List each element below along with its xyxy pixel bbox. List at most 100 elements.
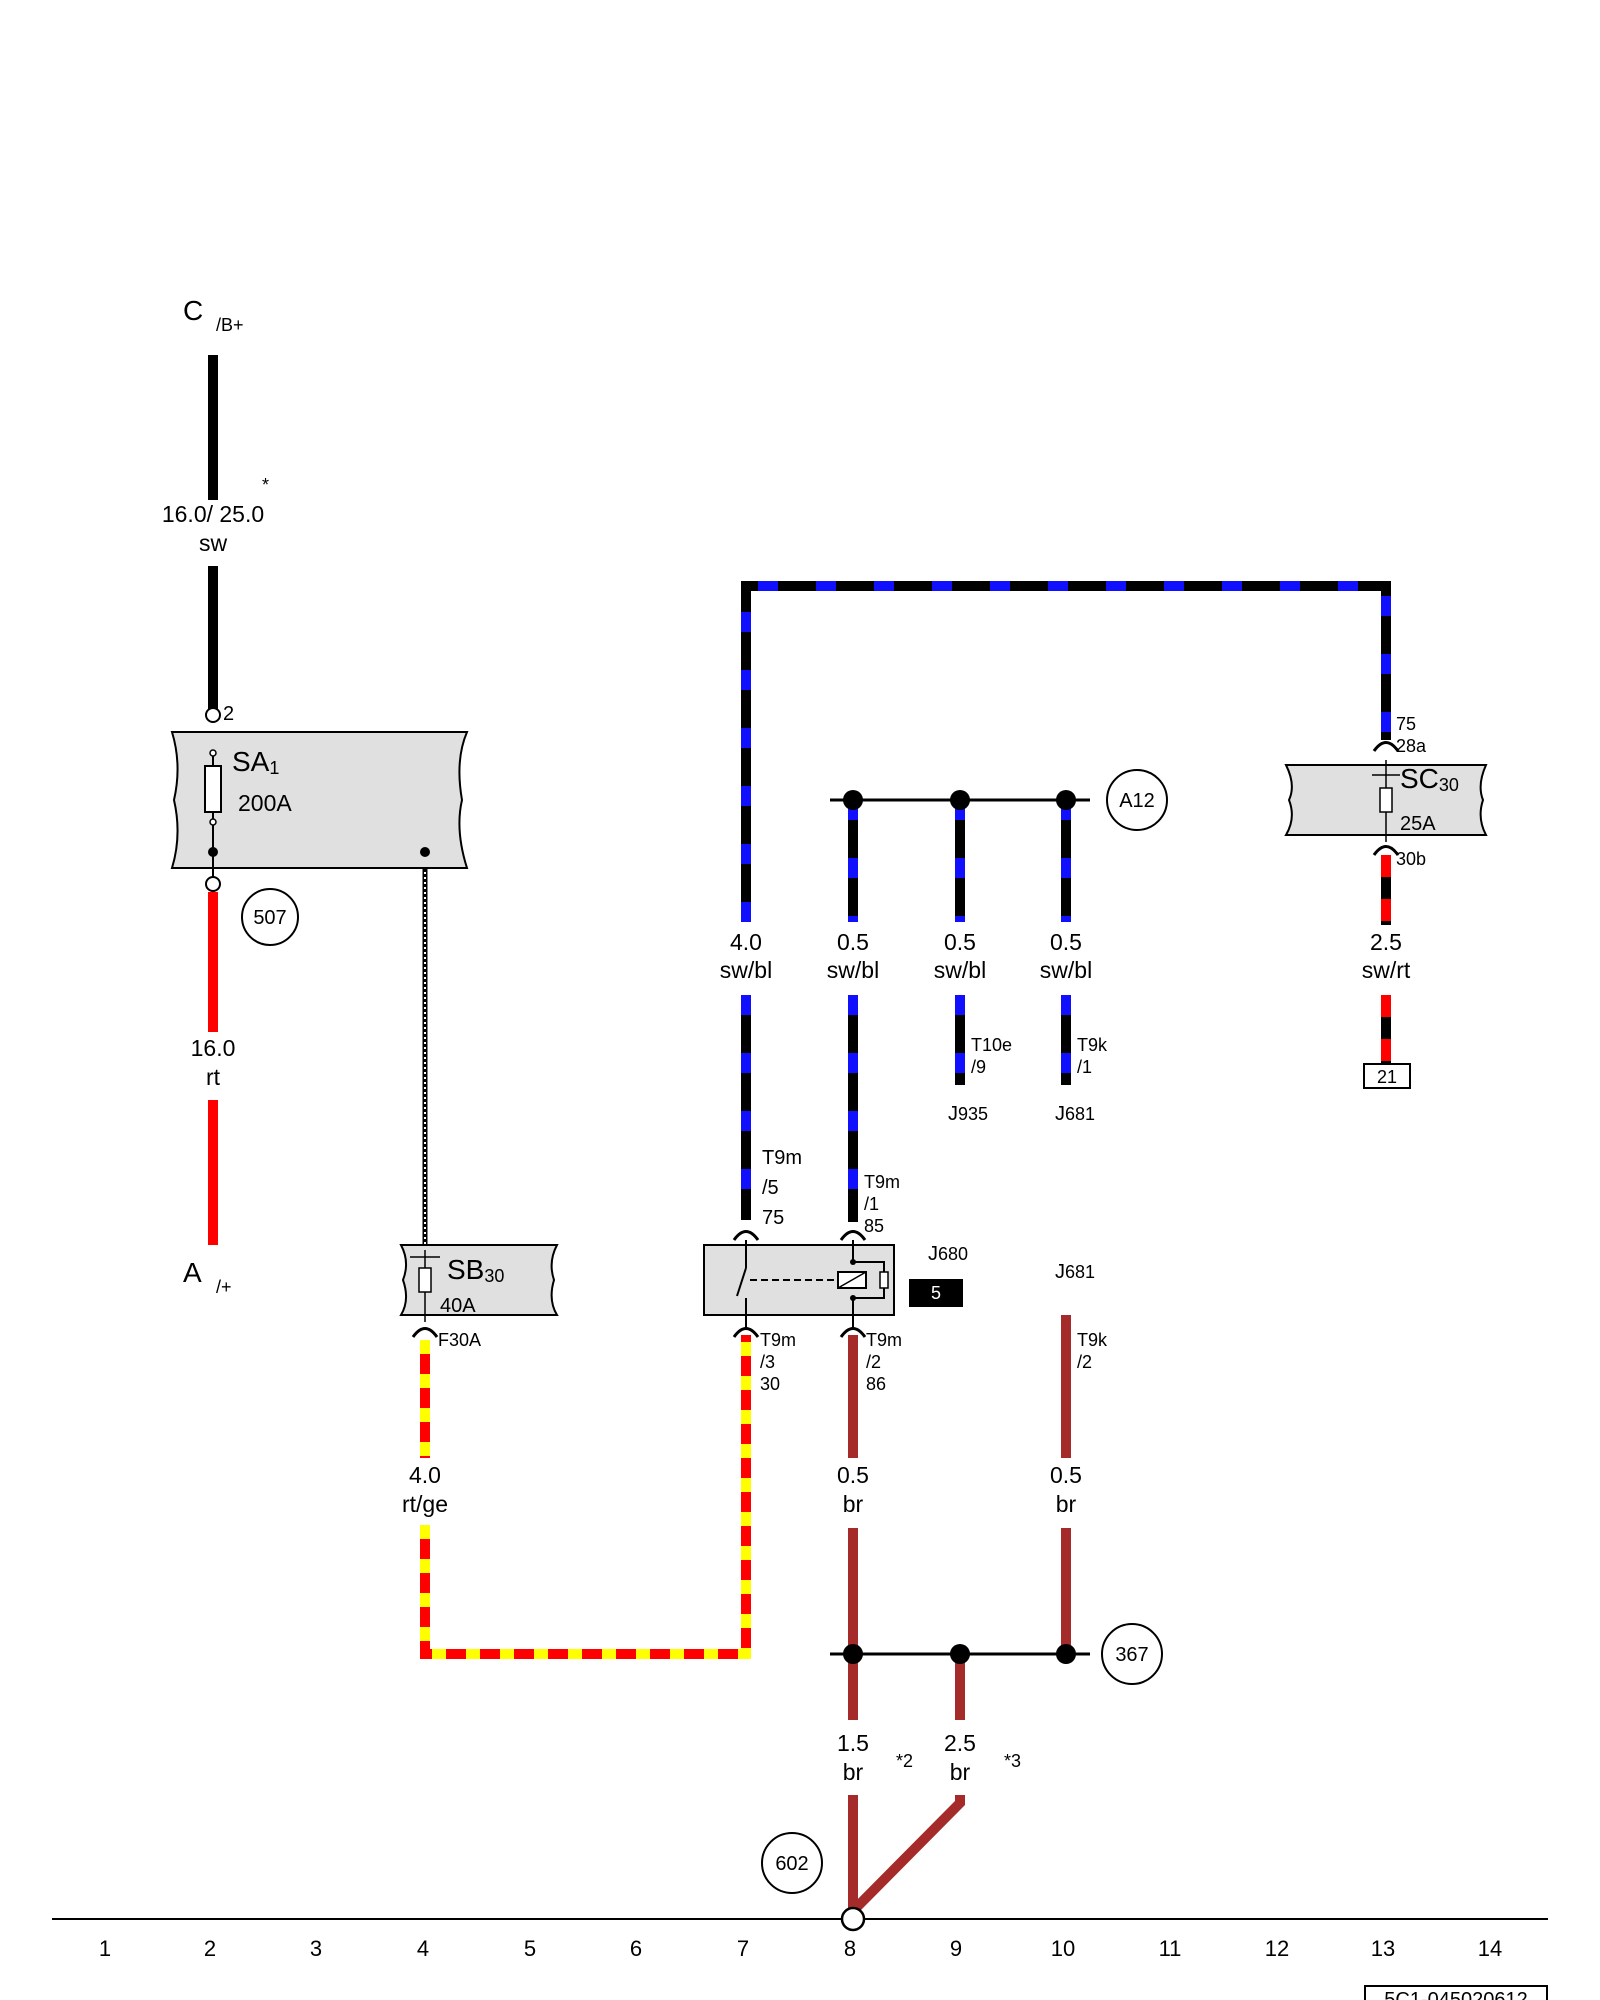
- wire-sc30-gauge: 2.5: [1370, 929, 1402, 955]
- t9m3-line2: /3: [760, 1352, 775, 1372]
- sa1-name: SA1: [232, 746, 279, 778]
- axis-label: 5: [524, 1936, 536, 1961]
- wire-sa1-out-gauge: 16.0: [191, 1035, 236, 1061]
- sa1-rating: 200A: [238, 790, 292, 816]
- axis-label: 8: [844, 1936, 856, 1961]
- ref-507-circle: [241, 888, 299, 946]
- j680-badge: [909, 1279, 963, 1307]
- terminal-c-sub: /B+: [216, 315, 244, 335]
- wire-sb30-out-color: rt/ge: [402, 1491, 448, 1517]
- sc30-rating: 25A: [1400, 813, 1436, 835]
- wire-85-gauge: 0.5: [837, 929, 869, 955]
- axis-label: 12: [1265, 1936, 1289, 1961]
- ref-21-box: [1363, 1063, 1411, 1089]
- wire-t9k1-gauge: 0.5: [1050, 929, 1082, 955]
- wire-75-gauge: 4.0: [730, 929, 762, 955]
- wire-t10e-color: sw/bl: [934, 957, 986, 983]
- axis-label: 11: [1159, 1936, 1182, 1961]
- wire-b-plus-color: sw: [199, 530, 228, 556]
- relay-j680: [703, 1230, 895, 1338]
- wire-sb30-out-gauge: 4.0: [409, 1462, 441, 1488]
- axis-label: 1: [99, 1936, 111, 1961]
- axis-label: 10: [1051, 1936, 1075, 1961]
- doc-id: 5C1-045020612: [1384, 1989, 1527, 2000]
- t9k1-line1: T9k: [1077, 1035, 1108, 1055]
- axis-label: 3: [310, 1936, 322, 1961]
- t9m5-line3: 75: [762, 1207, 784, 1229]
- wire-75-color: sw/bl: [720, 957, 772, 983]
- t9m5-line1: T9m: [762, 1147, 802, 1169]
- doc-id-frame: [1364, 1985, 1548, 2000]
- wire-gnd1-gauge: 1.5: [837, 1730, 869, 1756]
- t9k2-line1: T9k: [1077, 1330, 1108, 1350]
- wire-t10e-gauge: 0.5: [944, 929, 976, 955]
- wire-rt-ge: [420, 1335, 751, 1659]
- t9k1-line2: /1: [1077, 1057, 1092, 1077]
- sb30-pin: F30A: [438, 1330, 481, 1350]
- t9m3-line1: T9m: [760, 1330, 796, 1350]
- t9k2-line2: /2: [1077, 1352, 1092, 1372]
- wire-sa1-out-color: rt: [206, 1064, 221, 1090]
- wire-t9k2-color: br: [1056, 1491, 1077, 1517]
- wire-gnd2-gauge: 2.5: [944, 1730, 976, 1756]
- fuse-sa1: [170, 707, 469, 892]
- sc30-name: SC30: [1400, 763, 1459, 795]
- wire-t9k2-gauge: 0.5: [1050, 1462, 1082, 1488]
- wire-br: [848, 1315, 1071, 1916]
- wire-86-gauge: 0.5: [837, 1462, 869, 1488]
- wire-86-color: br: [843, 1491, 864, 1517]
- wire-gnd1-color: br: [843, 1759, 864, 1785]
- wire-gnd1-note: *2: [896, 1751, 913, 1771]
- axis-label: 6: [630, 1936, 642, 1961]
- t10e9-line1: T10e: [971, 1035, 1012, 1055]
- column-axis: 1 2 3 4 5 6 7 8 9 10 11 12 13 14: [99, 1936, 1502, 1961]
- t10e9-line2: /9: [971, 1057, 986, 1077]
- axis-label: 2: [204, 1936, 216, 1961]
- busbar-367: [830, 1644, 1090, 1664]
- t9m1-line3: 85: [864, 1216, 884, 1236]
- sc30-pin-top1: 75: [1396, 714, 1416, 734]
- t9m3-line3: 30: [760, 1374, 780, 1394]
- wire-85-color: sw/bl: [827, 957, 879, 983]
- axis-label: 7: [737, 1936, 749, 1961]
- axis-label: 13: [1371, 1936, 1395, 1961]
- ref-367: 367: [1115, 1644, 1148, 1666]
- j680-badge-text: 5: [931, 1283, 941, 1303]
- wire-gnd2-color: br: [950, 1759, 971, 1785]
- terminal-a-letter: A: [183, 1257, 202, 1288]
- fuse-sc30: [1284, 741, 1488, 856]
- ref-602: 602: [775, 1853, 808, 1875]
- axis-label: 14: [1478, 1936, 1502, 1961]
- j681-top-label: J681: [1055, 1103, 1095, 1125]
- sb30-name: SB30: [447, 1254, 504, 1286]
- ref-507: 507: [253, 907, 286, 929]
- ref-21: 21: [1377, 1067, 1397, 1087]
- t9m2-line1: T9m: [866, 1330, 902, 1350]
- j681-mid-label: J681: [1055, 1261, 1095, 1283]
- j935-label: J935: [948, 1103, 988, 1125]
- axis-label: 4: [417, 1936, 429, 1961]
- j680-label: J680: [928, 1243, 968, 1265]
- wire-b-plus-gauge: 16.0/ 25.0: [162, 501, 264, 527]
- ref-a12: A12: [1119, 790, 1155, 812]
- fuse-sb30: [399, 1244, 559, 1338]
- ref-367-circle: [1101, 1623, 1163, 1685]
- wire-gnd2-note: *3: [1004, 1751, 1021, 1771]
- t9m2-line3: 86: [866, 1374, 886, 1394]
- ref-a12-circle: [1106, 769, 1168, 831]
- wire-b-plus-note: *: [262, 475, 269, 495]
- axis-label: 9: [950, 1936, 962, 1961]
- sc30-pin-bottom: 30b: [1396, 849, 1426, 869]
- t9m1-line1: T9m: [864, 1172, 900, 1192]
- sb30-rating: 40A: [440, 1295, 476, 1317]
- terminal-c-letter: C: [183, 295, 203, 326]
- t9m2-line2: /2: [866, 1352, 881, 1372]
- wire-t9k1-color: sw/bl: [1040, 957, 1092, 983]
- sa1-pin: 2: [223, 703, 234, 725]
- ground-point: [840, 1906, 866, 1932]
- ref-602-circle: [761, 1832, 823, 1894]
- t9m5-line2: /5: [762, 1177, 779, 1199]
- busbar-a12: [830, 790, 1090, 810]
- wire-sc30-color: sw/rt: [1362, 957, 1411, 983]
